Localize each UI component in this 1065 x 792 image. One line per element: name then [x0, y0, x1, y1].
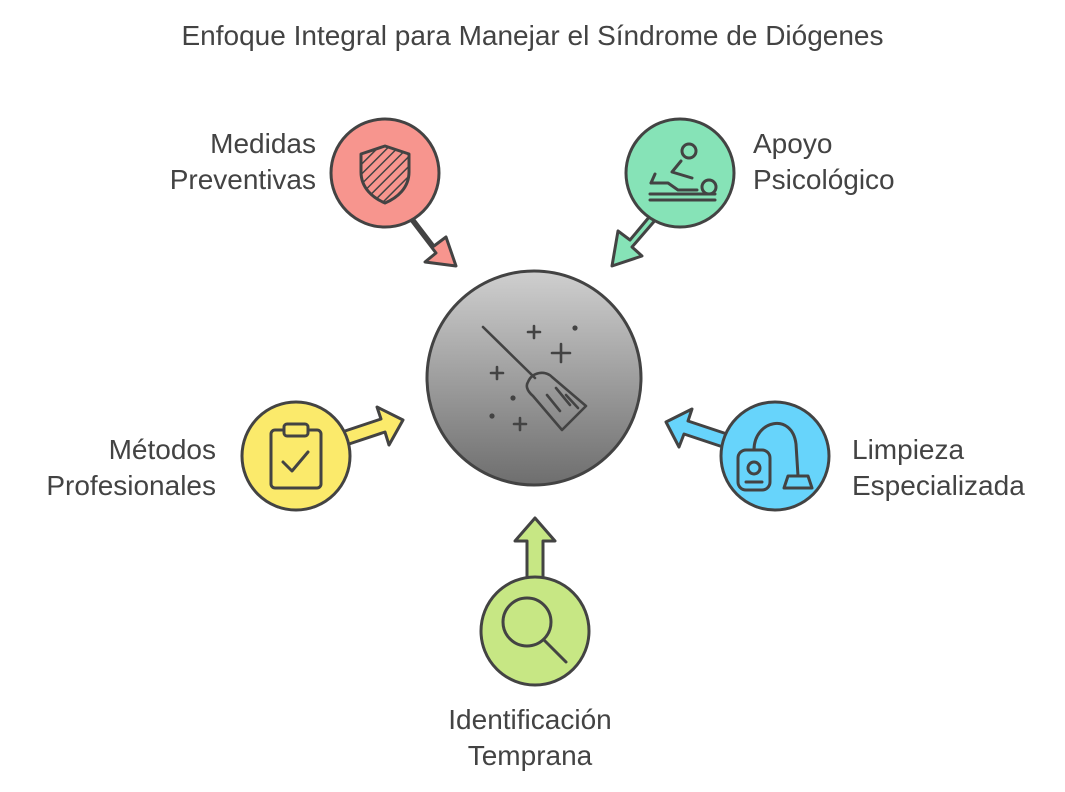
- label-identificacion-temprana: Identificación Temprana: [380, 702, 680, 774]
- node-identificacion-temprana: [479, 516, 591, 687]
- node-limpieza-especializada: [664, 400, 831, 512]
- label-identificacion-line2: Temprana: [467, 740, 593, 771]
- label-limpieza-especializada: Limpieza Especializada: [852, 432, 1025, 504]
- arrow-metodos-profesionales: [340, 405, 405, 447]
- label-apoyo-line1: Apoyo: [753, 128, 833, 159]
- clipboard-check-icon: [269, 422, 323, 490]
- label-metodos-line1: Métodos: [108, 434, 216, 465]
- label-limpieza-line2: Especializada: [852, 470, 1025, 501]
- label-medidas-line2: Preventivas: [169, 164, 316, 195]
- arrow-identificacion-temprana: [513, 516, 557, 582]
- broom-sparkles-icon: [481, 324, 588, 432]
- label-metodos-line2: Profesionales: [46, 470, 216, 501]
- label-limpieza-line1: Limpieza: [852, 434, 965, 465]
- node-medidas-preventivas: [329, 117, 458, 268]
- sparkle-dots: [489, 325, 578, 419]
- label-apoyo-psicologico: Apoyo Psicológico: [753, 126, 895, 198]
- diagram-title: Enfoque Integral para Manejar el Síndrom…: [181, 20, 884, 51]
- vacuum-cleaner-icon: [736, 421, 814, 492]
- label-identificacion-line1: Identificación: [448, 704, 612, 735]
- label-apoyo-line2: Psicológico: [753, 164, 895, 195]
- circle-identificacion-temprana: [479, 575, 591, 687]
- circle-metodos-profesionales: [240, 400, 352, 512]
- label-medidas-preventivas: Medidas Preventivas: [170, 126, 316, 198]
- label-medidas-line1: Medidas: [210, 128, 316, 159]
- node-metodos-profesionales: [240, 400, 405, 512]
- node-apoyo-psicologico: [610, 117, 736, 268]
- arrow-limpieza-especializada: [664, 407, 729, 449]
- magnifier-icon: [501, 596, 568, 664]
- label-metodos-profesionales: Métodos Profesionales: [46, 432, 216, 504]
- center-node: [425, 269, 643, 487]
- massage-therapy-icon: [648, 142, 718, 202]
- shield-icon: [359, 144, 411, 205]
